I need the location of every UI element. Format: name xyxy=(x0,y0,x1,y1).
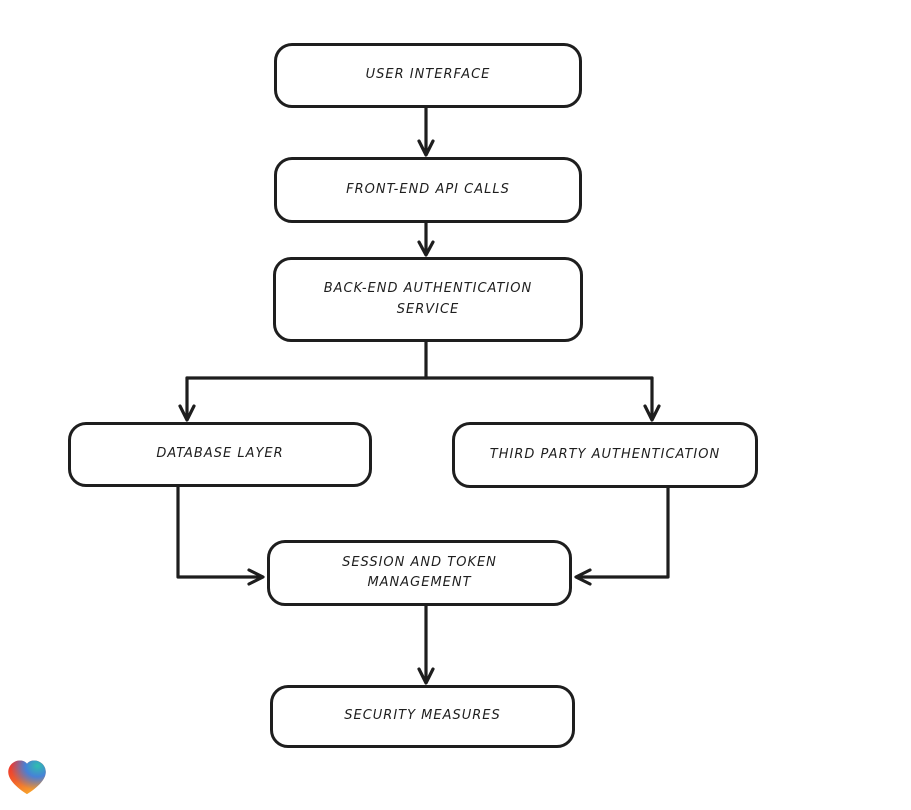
edge-front-end-api-calls-to-back-end-service xyxy=(417,221,435,257)
node-back-end-authentication-service: BACK-END AUTHENTICATION SERVICE xyxy=(273,257,583,342)
edge-third-party-to-session-management xyxy=(574,486,670,586)
node-user-interface: USER INTERFACE xyxy=(274,43,582,108)
edge-database-layer-to-session-management xyxy=(176,485,265,586)
node-third-party-authentication: THIRD PARTY AUTHENTICATION xyxy=(452,422,758,488)
node-security-measures-label: SECURITY MEASURES xyxy=(344,708,501,724)
edge-branch-to-database-layer xyxy=(178,376,196,422)
node-third-party-authentication-label: THIRD PARTY AUTHENTICATION xyxy=(489,446,721,462)
node-session-and-token-management-label: SESSION AND TOKEN MANAGEMENT xyxy=(342,554,497,590)
node-front-end-api-calls-label: FRONT-END API CALLS xyxy=(346,181,510,197)
node-database-layer-label: DATABASE LAYER xyxy=(156,446,284,462)
node-session-and-token-management: SESSION AND TOKEN MANAGEMENT xyxy=(267,540,572,606)
node-database-layer: DATABASE LAYER xyxy=(68,422,372,487)
edge-user-interface-to-front-end-api-calls xyxy=(417,106,435,157)
node-user-interface-label: USER INTERFACE xyxy=(365,67,491,83)
edge-branch-to-third-party-authentication xyxy=(643,376,661,422)
edge-session-management-to-security-measures xyxy=(417,604,435,685)
node-front-end-api-calls: FRONT-END API CALLS xyxy=(274,157,582,223)
heart-shape-overlay xyxy=(8,760,46,795)
node-back-end-authentication-service-label: BACK-END AUTHENTICATION SERVICE xyxy=(323,281,533,317)
heart-logo[interactable] xyxy=(8,759,46,796)
edge-back-end-service-branch xyxy=(185,340,654,380)
node-security-measures: SECURITY MEASURES xyxy=(270,685,575,748)
